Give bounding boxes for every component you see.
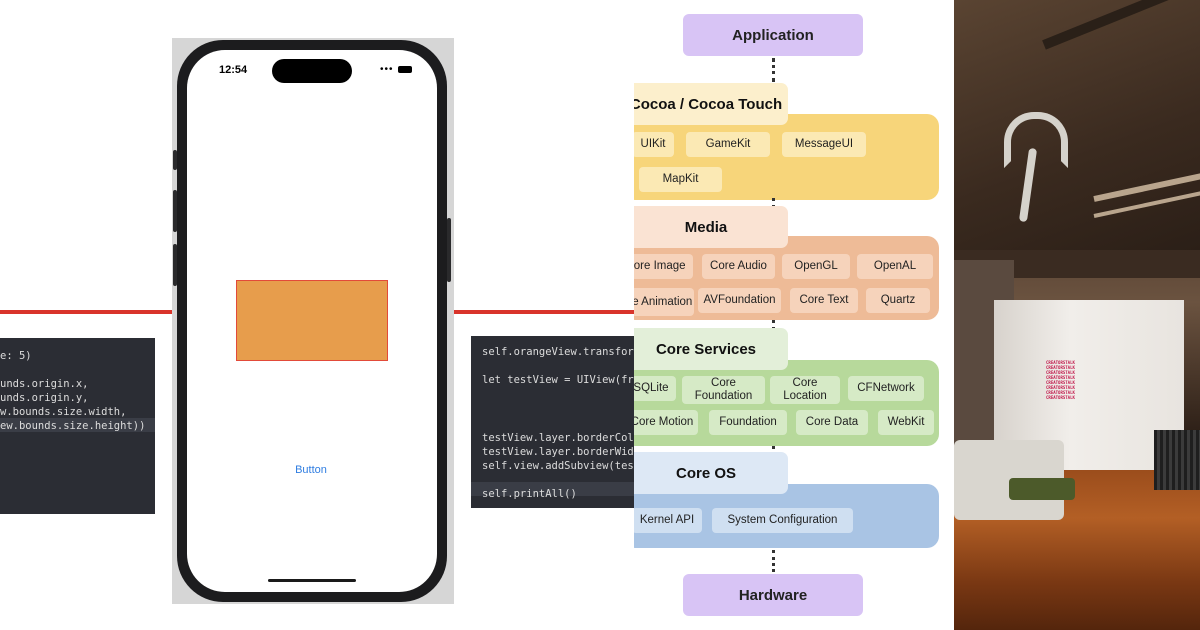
layer-core-services-title: Core Services [634, 328, 788, 370]
phone-side-button [173, 150, 177, 170]
red-connector-right [450, 310, 634, 314]
xcode-demo-panel: e: 5) unds.origin.x, unds.origin.y, w.bo… [0, 38, 634, 604]
hardware-pill: Hardware [683, 574, 863, 616]
chip-core-image: Core Image [634, 254, 693, 279]
ceiling [954, 0, 1200, 250]
chip-uikit: UIKit [634, 132, 674, 157]
connector-dots [772, 550, 775, 572]
orange-view [236, 280, 388, 361]
connector-dots [772, 58, 775, 82]
connector-dots [772, 446, 775, 456]
chip-foundation: Foundation [709, 410, 787, 435]
chip-cfnetwork: CFNetwork [848, 376, 924, 401]
chip-core-animation: Core Animation [634, 288, 694, 316]
phone-side-button [173, 190, 177, 232]
application-pill: Application [683, 14, 863, 56]
status-time: 12:54 [219, 64, 248, 76]
ios-architecture-diagram: Application Cocoa / Cocoa Touch UIKit Ga… [634, 0, 954, 630]
chip-mapkit: MapKit [639, 167, 722, 192]
phone-power-button [447, 218, 451, 282]
code-line: self.orangeView.transfor [482, 346, 634, 358]
stacked-chairs [1154, 430, 1200, 490]
chip-gamekit: GameKit [686, 132, 770, 157]
battery-icon [398, 66, 412, 73]
chip-core-location: Core Location [770, 376, 840, 404]
code-line: w.bounds.size.width, [0, 406, 127, 418]
sofa-cushion [1009, 478, 1075, 500]
code-line: unds.origin.y, [0, 392, 89, 404]
chip-messageui: MessageUI [782, 132, 866, 157]
screen-button[interactable]: Button [295, 464, 327, 476]
code-line: self.view.addSubview(tes [482, 460, 634, 472]
dynamic-island [272, 59, 352, 83]
chip-core-foundation: Core Foundation [682, 376, 765, 404]
phone-side-button [173, 244, 177, 286]
chip-quartz: Quartz [866, 288, 930, 313]
interior-photo: CREATORSTALK CREATORSTALK CREATORSTALK C… [954, 0, 1200, 630]
signal-wifi-icon: ••• [380, 64, 394, 75]
code-line: let testView = UIView(fr [482, 374, 634, 386]
chip-webkit: WebKit [878, 410, 934, 435]
connector-dots [772, 320, 775, 330]
code-highlight-line [471, 482, 634, 496]
chip-openal: OpenAL [857, 254, 933, 279]
chip-system-configuration: System Configuration [712, 508, 853, 533]
connector-dots [772, 198, 775, 208]
code-line: testView.layer.borderWid [482, 446, 634, 458]
code-line: ew.bounds.size.height)) [0, 420, 146, 432]
chip-opengl: OpenGL [782, 254, 850, 279]
chip-core-data: Core Data [796, 410, 868, 435]
code-line: unds.origin.x, [0, 378, 89, 390]
code-highlight-line [0, 418, 155, 432]
code-editor-left[interactable]: e: 5) unds.origin.x, unds.origin.y, w.bo… [0, 338, 155, 514]
code-line: self.printAll() [482, 488, 577, 500]
creatorstalk-sign: CREATORSTALK CREATORSTALK CREATORSTALK C… [1046, 360, 1075, 400]
chip-core-audio: Core Audio [702, 254, 775, 279]
question-mark-sculpture [1004, 112, 1068, 168]
red-connector-left [0, 310, 180, 314]
chip-avfoundation: AVFoundation [698, 288, 781, 313]
chip-sqlite: SQLite [634, 376, 676, 401]
chip-core-text: Core Text [790, 288, 858, 313]
chip-core-motion: Core Motion [634, 410, 698, 435]
layer-core-os-title: Core OS [634, 452, 788, 494]
code-editor-right[interactable]: self.orangeView.transfor let testView = … [471, 336, 634, 508]
layer-cocoa-title: Cocoa / Cocoa Touch [634, 83, 788, 125]
home-indicator[interactable] [268, 579, 356, 582]
chip-kernel-api: Kernel API [634, 508, 702, 533]
code-line: testView.layer.borderCol [482, 432, 634, 444]
layer-media-title: Media [634, 206, 788, 248]
code-line: e: 5) [0, 350, 32, 362]
